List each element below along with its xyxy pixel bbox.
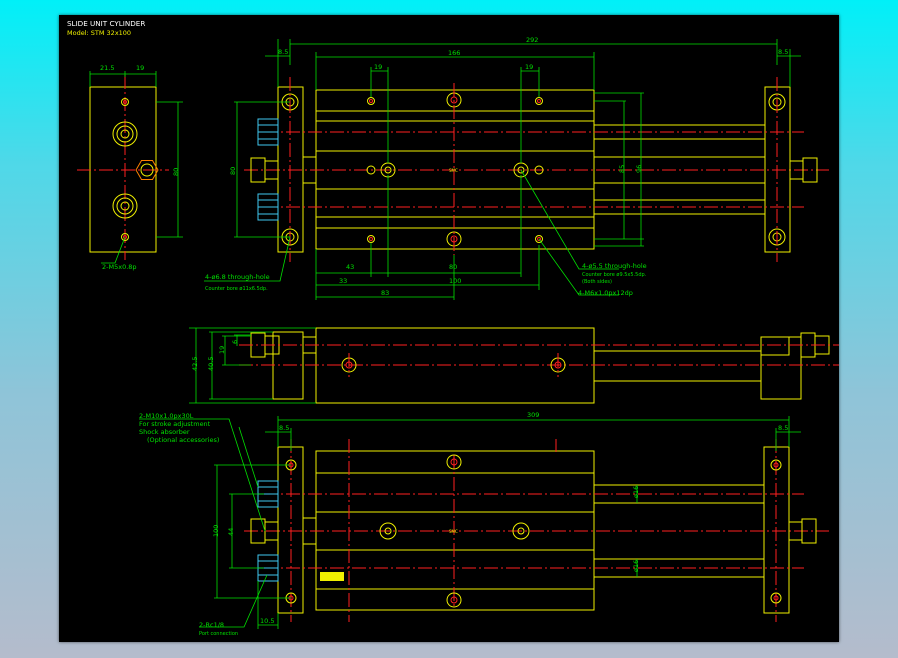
top-callout-left-1: 4-ø6.8 through-hole	[205, 273, 270, 281]
top-callout-left-2: Counter bore ø11x6.5dp.	[205, 286, 268, 292]
bottom-dim-8-5-right: 8.5	[778, 424, 788, 432]
top-dim-100: 100	[449, 277, 461, 285]
top-view: SMC 292 8.5 8.5 166 19 19 80	[204, 36, 829, 300]
bottom-callout-3: Shock absorber	[139, 428, 190, 436]
front-dim-40-5: 40.5	[207, 357, 215, 371]
bottom-callout-1: 2-M10x1.0px30L	[139, 412, 194, 420]
top-dim-166: 166	[448, 49, 460, 57]
bottom-port-note: Port connection	[199, 631, 238, 637]
bottom-callout-2: For stroke adjustment	[139, 420, 211, 428]
drawing-sheet: SLIDE UNIT CYLINDER Model: STM 32x100 21…	[59, 15, 839, 642]
drawing-model: Model: STM 32x100	[67, 29, 131, 37]
top-dim-80-bottom: 80	[449, 263, 457, 271]
bottom-callout-4: (Optional accessories)	[147, 436, 219, 444]
top-callout-right-2: Counter bore ø9.5x5.5dp.	[582, 272, 647, 278]
top-dim-83: 83	[381, 289, 389, 297]
top-dim-96: 96	[635, 165, 643, 173]
side-view: 21.5 19 80 2-M5x0.8p	[77, 64, 183, 271]
drawing-title: SLIDE UNIT CYLINDER	[67, 19, 145, 28]
front-view: 42.5 40.5 19 6	[189, 327, 839, 404]
bottom-dim-rod-2: ø16	[632, 560, 640, 572]
bottom-dim-100: 100	[212, 525, 220, 537]
top-dim-43: 43	[346, 263, 354, 271]
bottom-port-callout: 2-Rc1/8	[199, 621, 224, 629]
side-dim-80: 80	[172, 168, 180, 176]
nameplate-label	[320, 572, 344, 581]
bottom-dim-10-5: 10.5	[260, 617, 274, 625]
top-dim-19-b: 19	[525, 63, 533, 71]
front-dim-42-5: 42.5	[191, 357, 199, 371]
front-dim-6: 6	[231, 340, 239, 344]
bottom-view: SMC 309 8.5 8.5 100 44 ø16 ø16 10.5 2-M1…	[139, 411, 829, 637]
top-dim-8-5-left: 8.5	[278, 48, 288, 56]
top-dim-292: 292	[526, 36, 538, 44]
side-callout: 2-M5x0.8p	[102, 263, 137, 271]
top-callout-right-3: (Both sides)	[582, 279, 612, 285]
side-dim-19: 19	[136, 64, 144, 72]
bottom-nameplate: SMC	[449, 529, 458, 534]
top-callout-right-4: 4-M6x1.0px12dp	[578, 289, 633, 297]
top-nameplate: SMC	[449, 168, 458, 173]
side-dim-21-5: 21.5	[100, 64, 114, 72]
top-dim-33: 33	[339, 277, 347, 285]
bottom-dim-8-5-left: 8.5	[279, 424, 289, 432]
top-dim-85: 85	[618, 165, 626, 173]
top-dim-19-a: 19	[374, 63, 382, 71]
bottom-dim-44: 44	[227, 528, 235, 536]
front-dim-19: 19	[218, 346, 226, 354]
bottom-dim-rod-1: ø16	[632, 486, 640, 498]
top-dim-80-left: 80	[229, 167, 237, 175]
top-dim-8-5-right: 8.5	[778, 48, 788, 56]
cad-drawing: SLIDE UNIT CYLINDER Model: STM 32x100 21…	[67, 19, 839, 637]
top-callout-right-1: 4-ø5.5 through-hole	[582, 262, 647, 270]
bottom-dim-309: 309	[527, 411, 539, 419]
